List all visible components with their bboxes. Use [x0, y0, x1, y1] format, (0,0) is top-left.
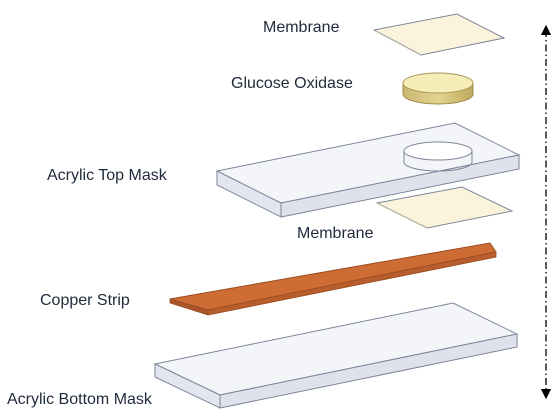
copper-strip-label: Copper Strip: [40, 292, 130, 309]
membrane-top-layer: [372, 13, 506, 56]
membrane-mid-layer: [375, 186, 514, 229]
acrylic-bottom-mask-label: Acrylic Bottom Mask: [7, 391, 152, 408]
mask-hole: [403, 151, 473, 172]
acrylic-top-mask-label: Acrylic Top Mask: [47, 167, 167, 184]
glucose-oxidase-label: Glucose Oxidase: [231, 75, 353, 92]
acrylic-top-mask-layer: [215, 122, 521, 218]
copper-strip-layer: [169, 242, 497, 316]
membrane-top-label: Membrane: [263, 19, 340, 36]
acrylic-bottom-mask-layer: [153, 302, 519, 409]
membrane-mid-label: Membrane: [297, 225, 374, 242]
glucose-oxidase-disk: [402, 72, 474, 105]
